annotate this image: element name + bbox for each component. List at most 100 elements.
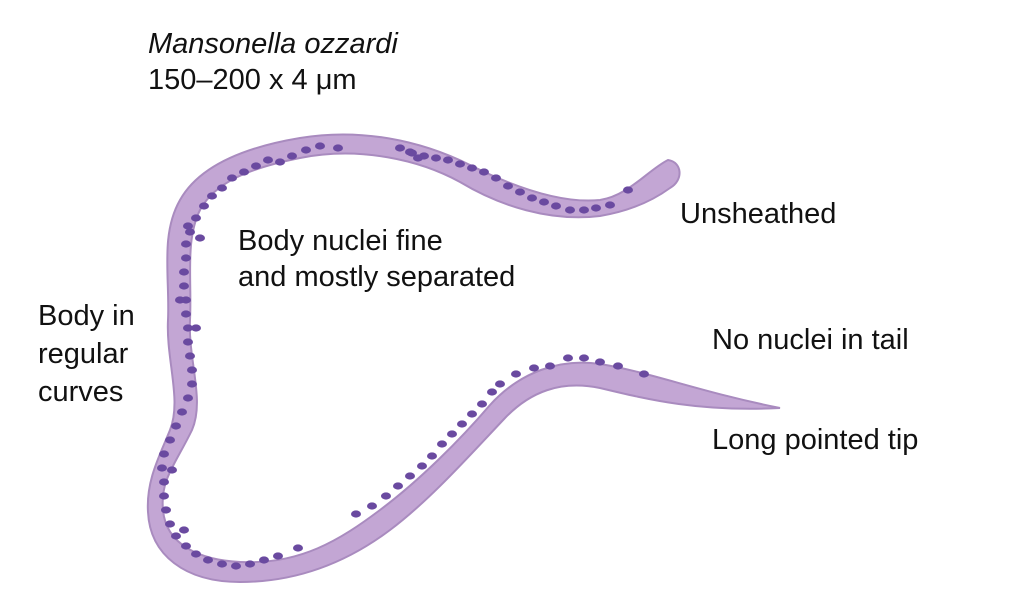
nucleus — [245, 560, 255, 568]
nucleus — [591, 204, 601, 212]
nucleus — [491, 174, 501, 182]
nucleus — [181, 240, 191, 248]
nucleus — [613, 362, 623, 370]
nucleus — [175, 296, 185, 304]
tip-label: Long pointed tip — [712, 424, 919, 456]
nucleus — [177, 408, 187, 416]
nucleus — [395, 144, 405, 152]
no-nuclei-tail-label: No nuclei in tail — [712, 324, 909, 356]
nucleus — [605, 201, 615, 209]
nucleus — [293, 544, 303, 552]
nucleus — [167, 466, 177, 474]
nucleus — [251, 162, 261, 170]
nucleus — [367, 502, 377, 510]
nucleus — [447, 430, 457, 438]
nucleus — [159, 450, 169, 458]
nucleus — [565, 206, 575, 214]
nucleus — [443, 156, 453, 164]
nucleus — [159, 492, 169, 500]
nucleus — [195, 234, 205, 242]
nucleus — [487, 388, 497, 396]
nucleus — [639, 370, 649, 378]
nucleus — [217, 560, 227, 568]
nucleus — [183, 324, 193, 332]
nucleus — [187, 380, 197, 388]
nucleus — [159, 478, 169, 486]
nucleus — [515, 188, 525, 196]
nucleus — [171, 532, 181, 540]
nucleus — [179, 268, 189, 276]
nucleus — [301, 146, 311, 154]
nucleus — [217, 184, 227, 192]
nucleus — [273, 552, 283, 560]
nucleus — [239, 168, 249, 176]
nucleus — [179, 526, 189, 534]
nuclei-label-line-1: Body nuclei fine — [238, 225, 443, 257]
nucleus — [181, 542, 191, 550]
nucleus — [477, 400, 487, 408]
nucleus — [545, 362, 555, 370]
nucleus — [503, 182, 513, 190]
nucleus — [479, 168, 489, 176]
nucleus — [457, 420, 467, 428]
nucleus — [287, 152, 297, 160]
nucleus — [315, 142, 325, 150]
nucleus — [187, 366, 197, 374]
nucleus — [181, 254, 191, 262]
nucleus — [413, 154, 423, 162]
body-shape-label-line-2: regular — [38, 338, 129, 370]
nucleus — [231, 562, 241, 570]
nucleus — [157, 464, 167, 472]
nucleus — [185, 228, 195, 236]
nucleus — [427, 452, 437, 460]
nucleus — [333, 144, 343, 152]
nucleus — [551, 202, 561, 210]
size-label: 150–200 x 4 μm — [148, 64, 357, 96]
nucleus — [263, 156, 273, 164]
nucleus — [437, 440, 447, 448]
nucleus — [579, 354, 589, 362]
nucleus — [199, 202, 209, 210]
species-name: Mansonella ozzardi — [148, 28, 398, 60]
nucleus — [165, 520, 175, 528]
nucleus — [405, 148, 415, 156]
body-shape-label-line-3: curves — [38, 376, 124, 408]
nucleus — [191, 550, 201, 558]
nucleus — [467, 410, 477, 418]
nucleus — [183, 394, 193, 402]
nucleus — [165, 436, 175, 444]
nucleus — [417, 462, 427, 470]
nucleus — [563, 354, 573, 362]
nucleus — [393, 482, 403, 490]
nucleus — [595, 358, 605, 366]
body-nuclei — [157, 142, 649, 570]
nucleus — [203, 556, 213, 564]
nuclei-label-line-2: and mostly separated — [238, 261, 516, 293]
nucleus — [527, 194, 537, 202]
nucleus — [171, 422, 181, 430]
nucleus — [579, 206, 589, 214]
nucleus — [381, 492, 391, 500]
nucleus — [405, 472, 415, 480]
nucleus — [467, 164, 477, 172]
nucleus — [191, 214, 201, 222]
nucleus — [191, 324, 201, 332]
nucleus — [511, 370, 521, 378]
nucleus — [351, 510, 361, 518]
worm-body — [146, 133, 781, 584]
nucleus — [623, 186, 633, 194]
nucleus — [227, 174, 237, 182]
nucleus — [183, 338, 193, 346]
nucleus — [161, 506, 171, 514]
nucleus — [181, 310, 191, 318]
nucleus — [185, 352, 195, 360]
nucleus — [455, 160, 465, 168]
nucleus — [529, 364, 539, 372]
unsheathed-label: Unsheathed — [680, 198, 837, 230]
nucleus — [495, 380, 505, 388]
nucleus — [179, 282, 189, 290]
nucleus — [275, 158, 285, 166]
body-shape-label-line-1: Body in — [38, 300, 135, 332]
